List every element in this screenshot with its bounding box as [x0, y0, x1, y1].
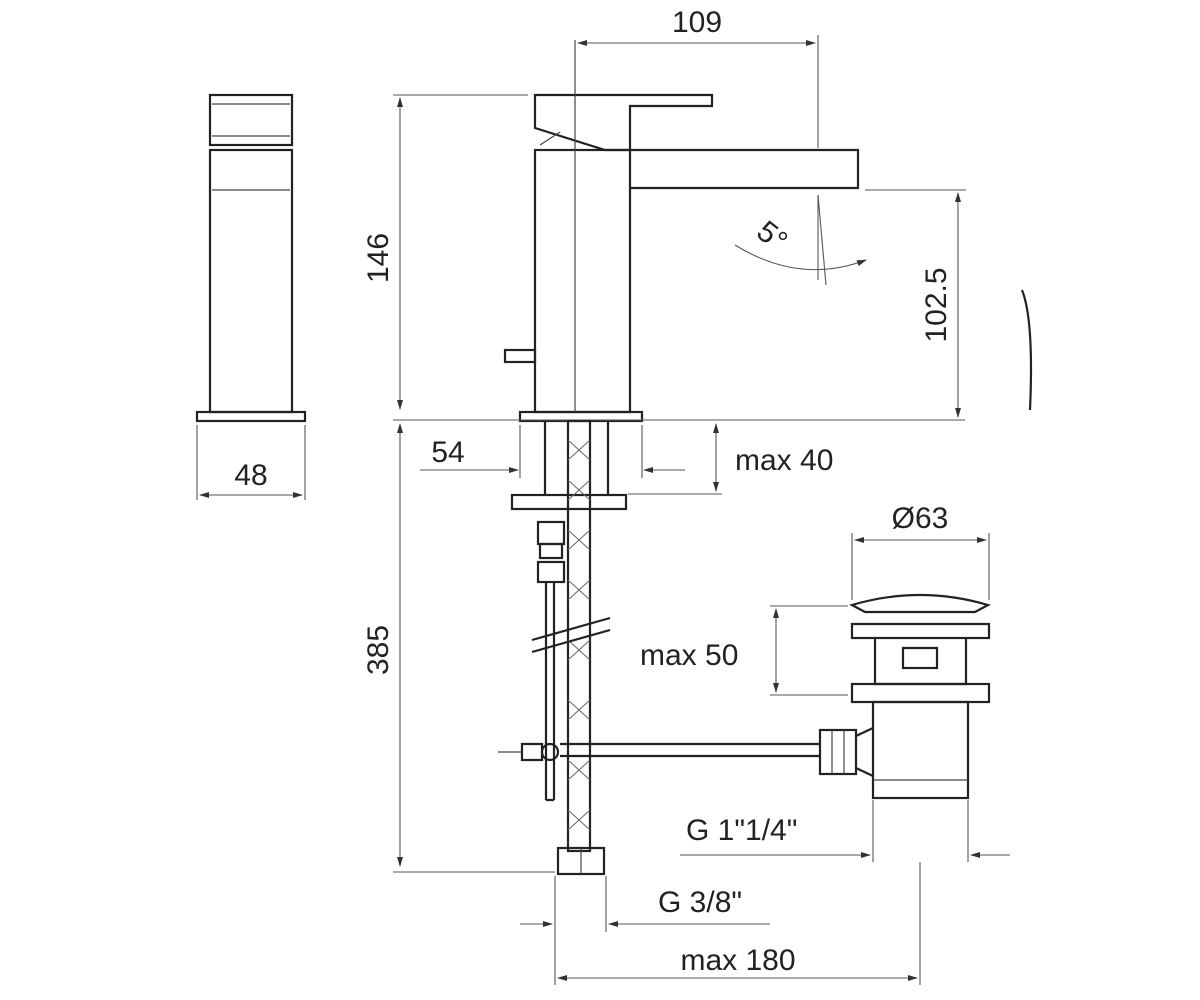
rod-connector-top: [536, 520, 566, 546]
mixer-lever: [533, 93, 714, 152]
dim-body-diameter: 54: [431, 436, 464, 469]
under-deck-fittings: [498, 419, 820, 876]
waste-nut: [850, 682, 991, 704]
edge-fragment: [1020, 289, 1033, 411]
mixer-body: [533, 148, 632, 414]
dim-waste-diameter: Ø63: [892, 502, 949, 535]
side-lever: [208, 93, 294, 147]
side-base: [195, 410, 307, 423]
dim-spout-angle: 5°: [750, 215, 793, 259]
dim-side-width: 48: [234, 459, 267, 492]
clamp-screw: [540, 742, 560, 762]
side-body: [208, 148, 294, 414]
dim-waste-thread: G 1"1/4": [686, 814, 797, 847]
dim-max-spacing: max 180: [680, 944, 795, 977]
waste-flange: [850, 622, 991, 640]
side-view: 48: [195, 93, 307, 500]
dim-spout-height: 102.5: [920, 267, 953, 342]
dim-spout-reach: 109: [672, 6, 722, 39]
waste-body: [871, 700, 970, 800]
popup-knob: [503, 348, 537, 364]
mixer-front-view: [503, 40, 860, 423]
mixer-spout: [630, 148, 860, 190]
dim-waste-thickness: max 50: [640, 639, 738, 672]
dim-supply-thread: G 3/8": [658, 886, 742, 919]
waste-assembly: [818, 593, 991, 800]
waste-cap: [849, 593, 991, 614]
waste-slot: [901, 646, 939, 670]
waste-side-connector: [818, 728, 858, 776]
dim-under-length: 385: [362, 625, 395, 675]
dim-overall-height: 146: [362, 233, 395, 283]
dim-deck-thickness: max 40: [735, 444, 833, 477]
